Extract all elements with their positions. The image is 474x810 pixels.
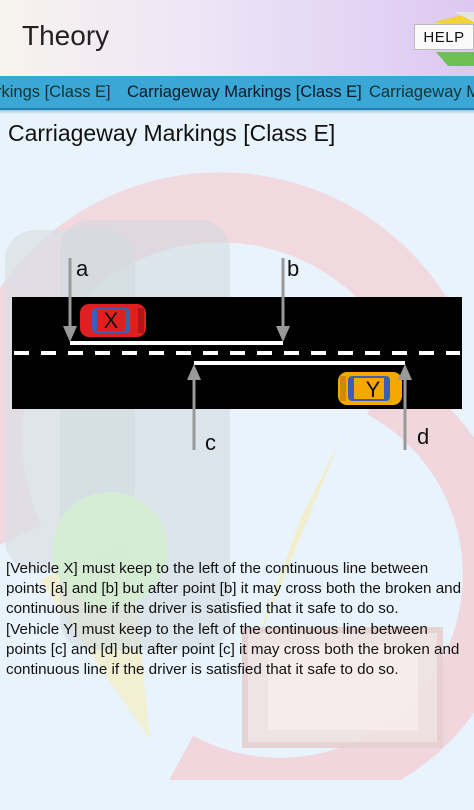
- help-area[interactable]: HELP: [414, 12, 474, 66]
- background-watermark-icon: [0, 172, 474, 780]
- help-decoration-icon: [434, 12, 474, 66]
- label-a: a: [76, 256, 89, 281]
- page-title: Carriageway Markings [Class E]: [8, 120, 336, 146]
- action-bar: Theory HELP: [0, 0, 474, 76]
- svg-text:Y: Y: [366, 377, 381, 402]
- app-title: Theory: [22, 20, 110, 51]
- tab-next[interactable]: Carriageway M: [369, 83, 474, 101]
- svg-text:X: X: [104, 308, 119, 333]
- vehicle-y-icon: Y: [338, 372, 402, 405]
- label-c: c: [205, 430, 216, 455]
- tab-previous[interactable]: rkings [Class E]: [0, 83, 111, 101]
- description-text: [Vehicle X] must keep to the left of the…: [6, 559, 468, 680]
- tab-current[interactable]: Carriageway Markings [Class E]: [127, 83, 362, 101]
- help-button[interactable]: HELP: [414, 24, 474, 50]
- tab-shadow: [0, 110, 474, 114]
- marker-arrows: [63, 258, 412, 450]
- label-b: b: [287, 256, 299, 281]
- paragraph-vehicle-y: [Vehicle Y] must keep to the left of the…: [6, 620, 460, 679]
- tab-indicator: [0, 108, 474, 110]
- paragraph-vehicle-x: [Vehicle X] must keep to the left of the…: [6, 560, 462, 618]
- tab-strip: rkings [Class E] Carriageway Markings [C…: [0, 76, 474, 110]
- carriageway-diagram: X Y a b c d: [12, 256, 462, 455]
- label-d: d: [417, 424, 429, 449]
- vehicle-x-icon: X: [80, 304, 146, 337]
